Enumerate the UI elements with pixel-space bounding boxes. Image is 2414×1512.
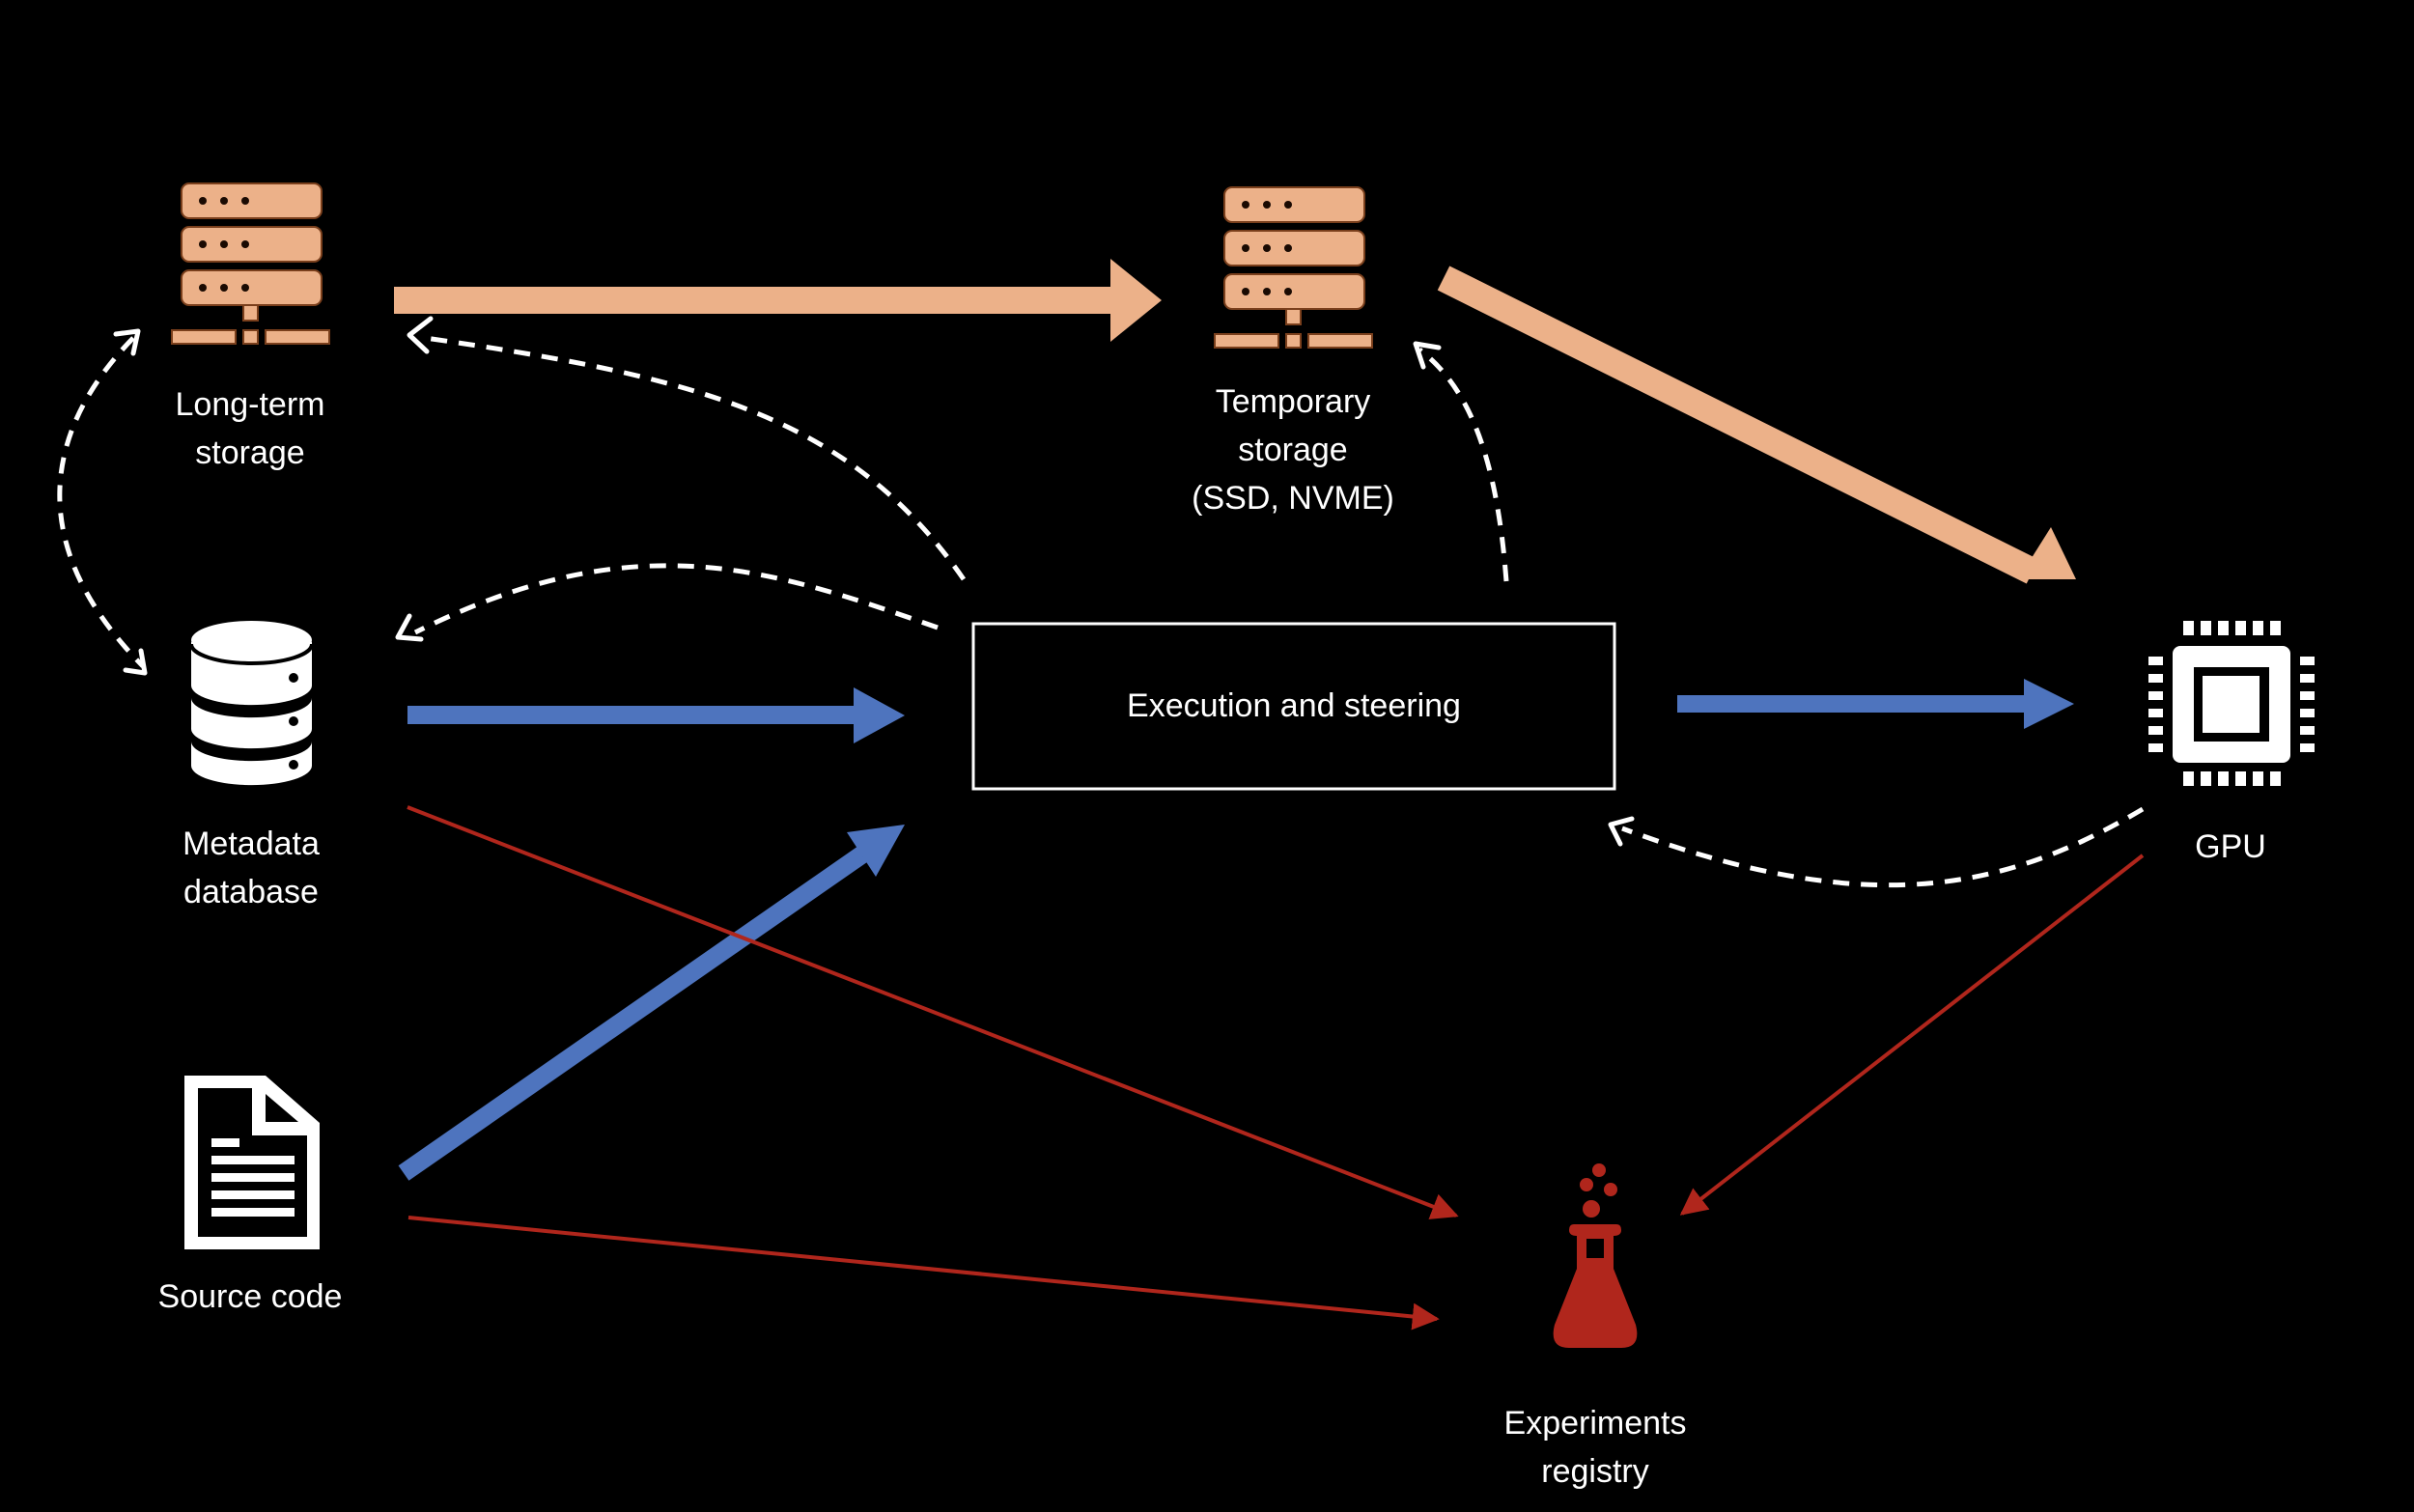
source-code-node[interactable]: Source code: [158, 1076, 343, 1315]
dashed-arrow-gpu-to-execution: [1608, 806, 2145, 888]
flask-icon: [1553, 1163, 1638, 1348]
arrow-gpu-to-registry: [1679, 854, 2145, 1216]
execution-label: Execution and steering: [1127, 687, 1461, 724]
node-label: (SSD, NVME): [1192, 480, 1394, 517]
arrow-longterm-to-temporary: [394, 259, 1162, 342]
node-label: Experiments: [1504, 1405, 1687, 1442]
execution-and-steering-node[interactable]: Execution and steering: [971, 622, 1616, 791]
node-label: Metadata: [182, 826, 320, 862]
dashed-arrow-execution-to-metadata: [395, 563, 939, 642]
node-label: storage: [195, 434, 304, 471]
server-icon: [1214, 186, 1373, 349]
arrow-execution-to-gpu: [1677, 679, 2074, 729]
metadata-database-node[interactable]: Metadata database: [182, 621, 320, 910]
arrow-source-to-registry: [407, 1216, 1440, 1330]
database-icon: [189, 621, 314, 786]
dashed-arrow-execution-to-longterm: [407, 316, 967, 581]
arrow-metadata-to-registry: [407, 805, 1459, 1219]
node-label: Long-term: [176, 386, 325, 423]
node-label: Source code: [158, 1278, 343, 1315]
temporary-storage-node[interactable]: Temporary storage (SSD, NVME): [1192, 186, 1394, 517]
node-label: Temporary: [1216, 383, 1371, 420]
execution-box: [971, 622, 1616, 791]
experiments-registry-node[interactable]: Experiments registry: [1504, 1163, 1687, 1490]
long-term-storage-node[interactable]: Long-term storage: [171, 182, 330, 471]
document-icon: [184, 1076, 320, 1249]
node-label: storage: [1238, 432, 1347, 468]
server-icon: [171, 182, 330, 345]
arrow-source-to-execution: [398, 825, 905, 1181]
arrow-metadata-to-execution: [407, 687, 905, 743]
arrow-temporary-to-gpu: [1437, 266, 2076, 584]
dashed-arrow-longterm-metadata: [57, 328, 148, 676]
dashed-arrow-execution-to-temporary: [1413, 341, 1509, 582]
chip-icon: [2148, 621, 2315, 786]
gpu-node[interactable]: GPU: [2148, 621, 2315, 865]
node-label: GPU: [2195, 828, 2266, 865]
node-label: registry: [1541, 1453, 1648, 1490]
node-label: database: [183, 874, 319, 910]
